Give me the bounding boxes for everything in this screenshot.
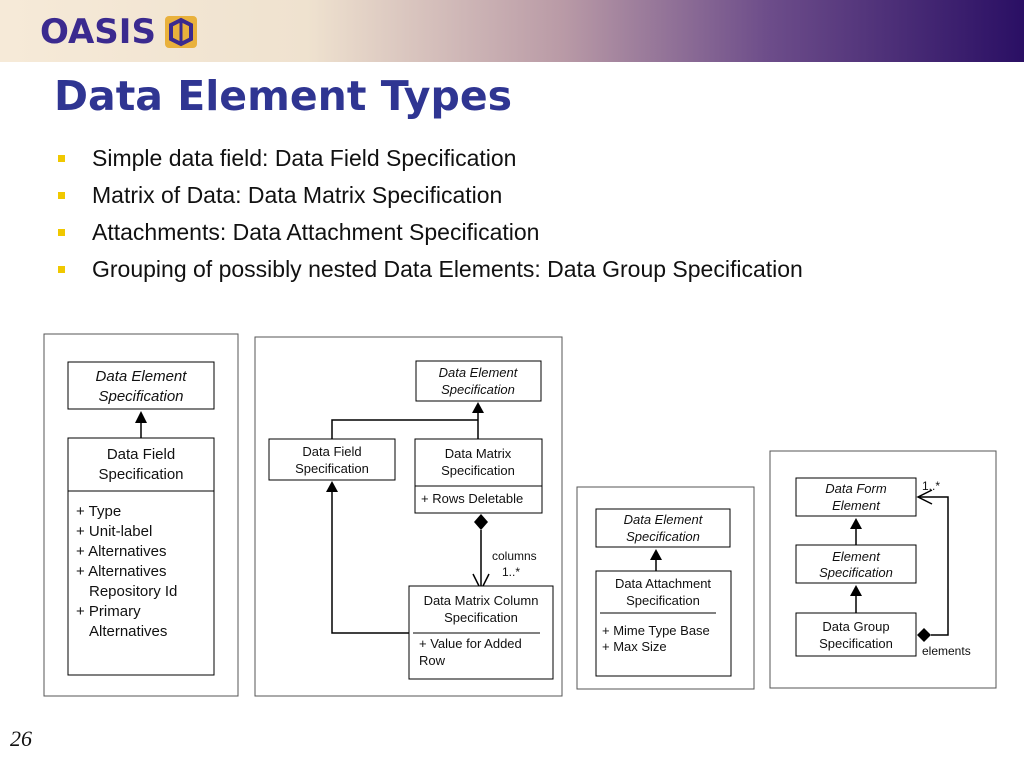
slide-title: Data Element Types — [54, 72, 513, 120]
logo-text: OASIS — [40, 12, 156, 52]
class-name: Element — [832, 498, 881, 513]
class-name: Data Element — [624, 512, 704, 527]
attribute: + Mime Type Base — [602, 623, 710, 638]
attribute: + Alternatives — [76, 563, 166, 580]
class-name: Specification — [295, 461, 369, 476]
class-name: Data Group — [822, 619, 889, 634]
oasis-logo: OASIS — [40, 10, 198, 54]
attribute: + Max Size — [602, 639, 667, 654]
class-name: Specification — [819, 565, 893, 580]
attribute: + Alternatives — [76, 543, 166, 560]
bullet-text: Matrix of Data: Data Matrix Specificatio… — [92, 182, 503, 208]
class-name: Data Attachment — [615, 576, 711, 591]
generalization-arrowhead — [850, 518, 862, 529]
class-box-data-attachment-spec — [595, 570, 732, 677]
diagram-data-matrix: Data Element Specification Data Field Sp… — [254, 336, 563, 697]
bullet-square-icon — [58, 192, 65, 199]
class-name: Element — [832, 549, 881, 564]
attribute: Alternatives — [89, 623, 167, 640]
generalization-arrowhead — [472, 402, 484, 413]
class-name: Data Element — [439, 365, 519, 380]
class-name: Specification — [441, 463, 515, 478]
bullet-text: Simple data field: Data Field Specificat… — [92, 145, 517, 171]
bullet-square-icon — [58, 266, 65, 273]
bullet-square-icon — [58, 155, 65, 162]
diagram-data-attachment: Data Element Specification Data Attachme… — [576, 486, 755, 690]
role-label: elements — [922, 644, 971, 658]
class-name: Specification — [441, 382, 515, 397]
composition-diamond — [474, 514, 488, 530]
class-name: Specification — [626, 529, 700, 544]
attribute: + Type — [76, 503, 121, 520]
class-box-element-spec — [795, 544, 917, 584]
class-name: Data Field — [107, 446, 175, 463]
multiplicity-label: 1..* — [922, 479, 940, 493]
class-name: Data Form — [825, 481, 887, 496]
attribute: + Primary — [76, 603, 141, 620]
class-name: Data Field — [302, 444, 361, 459]
generalization-arrowhead — [326, 481, 338, 492]
class-box-data-element-spec — [67, 361, 215, 410]
class-name: Data Matrix Column — [424, 593, 539, 608]
composition-diamond — [917, 628, 931, 642]
class-name: Data Matrix — [445, 446, 512, 461]
association-arrowhead — [916, 489, 933, 505]
generalization-arrowhead — [650, 549, 662, 560]
class-box-data-field-spec — [268, 438, 396, 481]
bullet-item: Attachments: Data Attachment Specificati… — [58, 217, 858, 247]
logo-mark-icon — [164, 16, 197, 48]
bullet-item: Matrix of Data: Data Matrix Specificatio… — [58, 180, 858, 210]
class-box-data-matrix-spec — [414, 438, 543, 514]
composition-line — [918, 496, 949, 636]
class-box-data-element-spec — [595, 508, 731, 548]
generalization-line — [331, 419, 478, 439]
bullet-text: Attachments: Data Attachment Specificati… — [92, 219, 540, 245]
bullet-list: Simple data field: Data Field Specificat… — [58, 143, 858, 291]
class-name: Specification — [98, 466, 183, 483]
multiplicity-label: 1..* — [502, 565, 520, 579]
generalization-arrowhead — [135, 411, 147, 423]
attribute: + Value for Added — [419, 636, 522, 651]
attribute: + Unit-label — [76, 523, 152, 540]
attribute: Row — [419, 653, 446, 668]
attribute: Repository Id — [89, 583, 177, 600]
class-box-data-element-spec — [415, 360, 542, 402]
bullet-square-icon — [58, 229, 65, 236]
class-name: Specification — [819, 636, 893, 651]
diagram-data-field: Data Element Specification Data Field Sp… — [43, 333, 239, 697]
class-name: Specification — [444, 610, 518, 625]
bullet-item: Grouping of possibly nested Data Element… — [58, 254, 858, 284]
slide-number: 26 — [10, 726, 32, 751]
generalization-arrowhead — [850, 585, 862, 596]
generalization-line — [331, 492, 409, 634]
diagram-data-group: Data Form Element Element Specification … — [769, 450, 997, 689]
bullet-text: Grouping of possibly nested Data Element… — [92, 256, 803, 282]
class-box-data-group-spec — [795, 612, 917, 657]
bullet-item: Simple data field: Data Field Specificat… — [58, 143, 858, 173]
class-name: Specification — [98, 388, 183, 405]
class-box-data-form-element — [795, 477, 917, 517]
class-name: Data Element — [96, 368, 188, 385]
class-name: Specification — [626, 593, 700, 608]
attribute: + Rows Deletable — [421, 491, 523, 506]
class-box-data-field-spec — [67, 437, 215, 676]
role-label: columns — [492, 549, 537, 563]
